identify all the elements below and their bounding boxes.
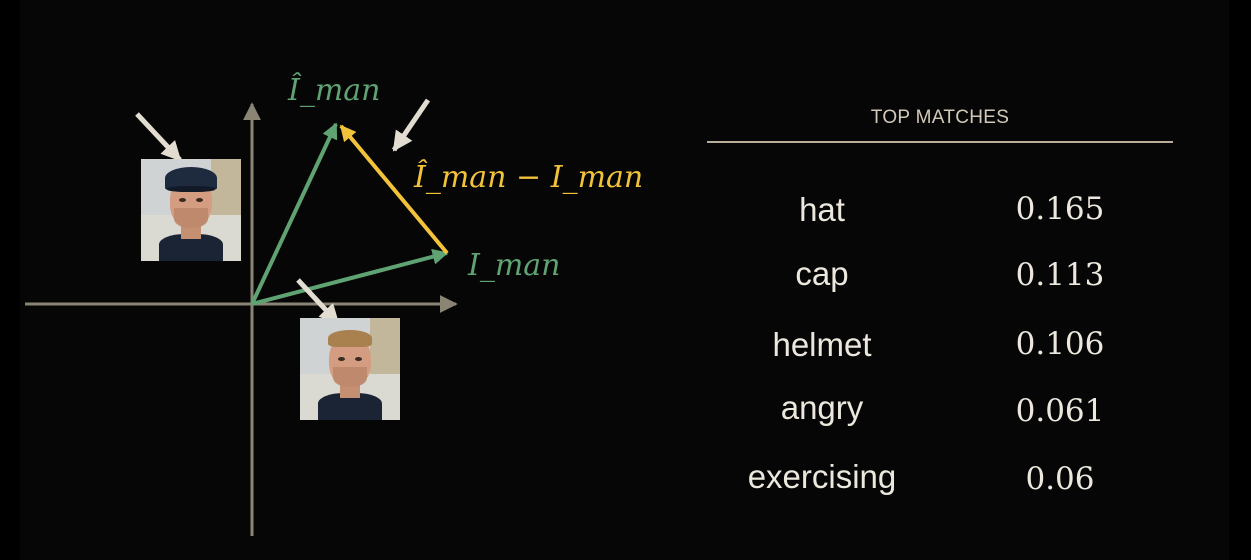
match-row: helmet 0.106 — [707, 326, 1173, 366]
match-word: hat — [799, 191, 845, 228]
match-word: angry — [780, 389, 864, 426]
label-difference: Î_man − I_man — [413, 159, 643, 195]
match-row: exercising 0.06 — [707, 458, 1173, 498]
pointer-arrow-hat-image — [135, 112, 182, 162]
match-row: cap 0.113 — [707, 255, 1173, 295]
match-row: angry 0.061 — [707, 389, 1173, 429]
title-divider — [707, 141, 1173, 143]
match-word: helmet — [772, 326, 872, 363]
match-word: cap — [795, 255, 849, 292]
video-frame — [20, 0, 1229, 560]
top-matches-title: TOP MATCHES — [870, 107, 1010, 128]
face-image — [300, 318, 400, 420]
label-i-hat-man: Î_man — [287, 72, 381, 108]
vector-i-man — [251, 248, 449, 306]
vector-i-hat-man — [250, 122, 338, 305]
match-word: exercising — [747, 458, 897, 495]
pointer-arrow-difference — [391, 98, 431, 152]
top-matches-panel: TOP MATCHES hat 0.165 cap 0.113 helmet 0… — [707, 0, 1177, 560]
face-with-hat-image — [141, 159, 241, 261]
pointer-arrow-plain-image — [296, 278, 340, 325]
match-score: 0.165 — [1015, 191, 1105, 227]
match-row: hat 0.165 — [707, 191, 1173, 231]
match-score: 0.113 — [1015, 257, 1105, 293]
match-score: 0.061 — [1015, 393, 1105, 429]
vector-diagram: Î_man Î_man − I_man I_man — [25, 72, 643, 536]
match-score: 0.06 — [1025, 461, 1095, 497]
label-i-man: I_man — [467, 248, 561, 283]
vector-difference — [339, 124, 449, 255]
match-score: 0.106 — [1015, 326, 1105, 362]
